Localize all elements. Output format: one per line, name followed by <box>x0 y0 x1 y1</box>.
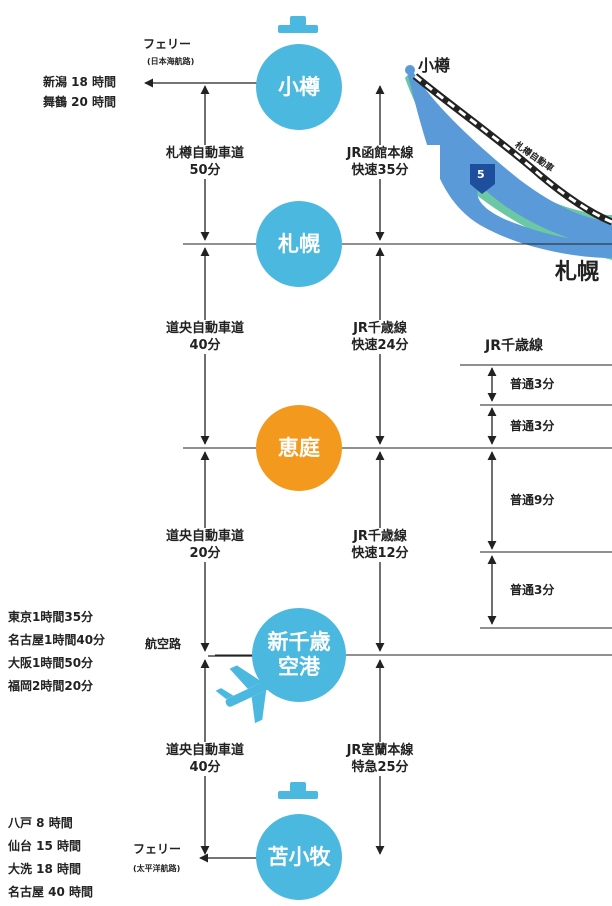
road-segment-name: 道央自動車道 <box>165 529 244 544</box>
ferry-south-route: (太平洋航路) <box>133 864 181 873</box>
rail-segment-time: 快速24分 <box>351 338 409 353</box>
local-time-4: 普通3分 <box>510 583 555 597</box>
road-segment-time: 50分 <box>189 163 221 178</box>
rail-segment-2: JR千歳線快速24分 <box>320 320 440 354</box>
air-route-label: 航空路 <box>145 637 182 651</box>
ferry-north-dest-1: 新潟 18 時間 <box>43 75 117 89</box>
road-segment-time: 40分 <box>189 338 221 353</box>
city-eniwa-label: 恵庭 <box>278 435 320 460</box>
ferry-south-dest-1: 八戸 8 時間 <box>8 816 73 830</box>
map-sapporo-label: 札幌 <box>555 260 600 285</box>
rail-segment-name: JR千歳線 <box>353 529 407 544</box>
local-line-title: JR千歳線 <box>485 338 543 354</box>
air-dest-1: 東京1時間35分 <box>8 610 94 624</box>
rail-segment-time: 特急25分 <box>351 760 409 775</box>
city-tomakomai: 苫小牧 <box>256 814 342 900</box>
airport-label-line2: 空港 <box>278 655 320 679</box>
rail-segment-name: JR室蘭本線 <box>346 743 414 758</box>
rail-segment-4: JR室蘭本線特急25分 <box>320 742 440 776</box>
local-time-2: 普通3分 <box>510 419 555 433</box>
ferry-north-label: フェリー <box>143 37 192 51</box>
road-segment-4: 道央自動車道 40分 <box>140 742 270 776</box>
rail-segment-time: 快速35分 <box>351 163 409 178</box>
rail-segment-name: JR函館本線 <box>346 146 414 161</box>
rail-segment-3: JR千歳線快速12分 <box>320 528 440 562</box>
road-segment-3: 道央自動車道 20分 <box>140 528 270 562</box>
local-time-3: 普通9分 <box>510 493 555 507</box>
rail-segment-time: 快速12分 <box>351 546 409 561</box>
ship-icon <box>278 16 318 33</box>
ferry-north-route: (日本海航路) <box>147 57 195 66</box>
city-tomakomai-label: 苫小牧 <box>267 844 331 869</box>
city-eniwa: 恵庭 <box>256 405 342 491</box>
road-segment-2: 道央自動車道 40分 <box>140 320 270 354</box>
local-time-1: 普通3分 <box>510 377 555 391</box>
city-lines <box>183 243 612 656</box>
road-segment-time: 40分 <box>189 760 221 775</box>
airport-label-line1: 新千歳 <box>267 630 331 654</box>
external-arrows <box>144 78 260 863</box>
road-segment-name: 道央自動車道 <box>165 743 244 758</box>
road-segment-1: 札樽自動車道 50分 <box>140 145 270 179</box>
ferry-south-dest-2: 仙台 15 時間 <box>8 839 82 853</box>
ship-icon <box>278 782 318 799</box>
city-sapporo: 札幌 <box>256 201 342 287</box>
map-otaru-label: 小樽 <box>418 56 451 75</box>
airplane-icon <box>215 665 285 724</box>
route-shield-icon <box>470 164 495 194</box>
air-dest-2: 名古屋1時間40分 <box>8 633 106 647</box>
rail-segment-1: JR函館本線快速35分 <box>320 145 440 179</box>
air-dest-3: 大阪1時間50分 <box>8 656 94 670</box>
city-otaru: 小樽 <box>256 44 342 130</box>
ferry-south-label: フェリー <box>133 842 182 856</box>
ferry-south-dest-3: 大洗 18 時間 <box>8 862 82 876</box>
route-number: 5 <box>477 168 485 181</box>
road-segment-name: 道央自動車道 <box>165 321 244 336</box>
ferry-south-dest-4: 名古屋 40 時間 <box>8 885 94 899</box>
area-map <box>405 65 612 260</box>
air-dest-4: 福岡2時間20分 <box>8 679 94 693</box>
city-new-chitose-airport: 新千歳空港 <box>252 608 346 702</box>
rail-segment-name: JR千歳線 <box>353 321 407 336</box>
road-segment-time: 20分 <box>189 546 221 561</box>
city-sapporo-label: 札幌 <box>278 231 320 256</box>
ferry-north-dest-2: 舞鶴 20 時間 <box>43 95 117 109</box>
city-otaru-label: 小樽 <box>278 74 320 99</box>
road-segment-name: 札樽自動車道 <box>165 146 244 161</box>
